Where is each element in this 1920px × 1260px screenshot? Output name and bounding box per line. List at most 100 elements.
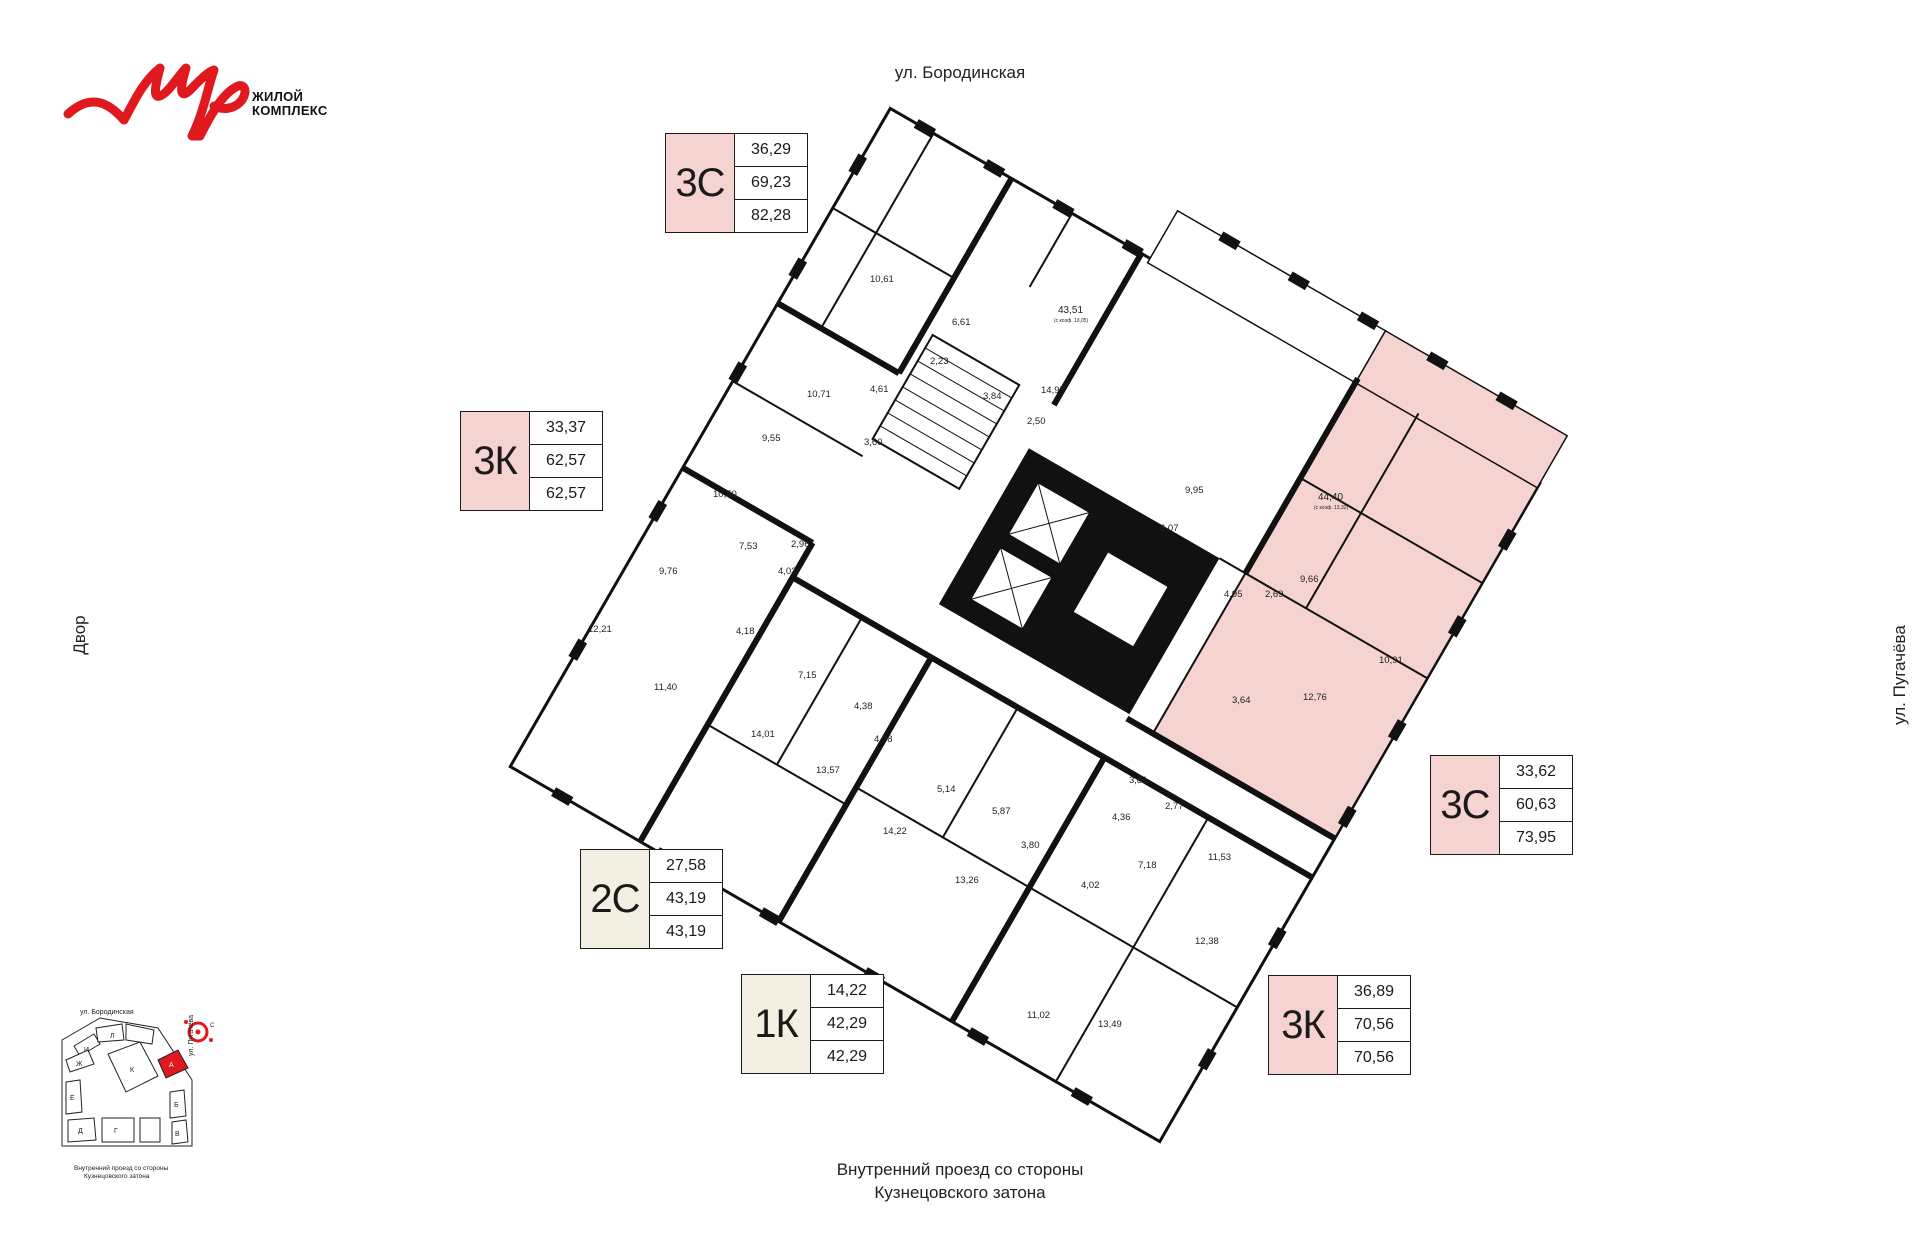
room-area: 14,01 (751, 729, 775, 740)
compass-icon: С (184, 1020, 215, 1043)
total-area-with-balcony: 43,19 (650, 915, 722, 948)
minimap-caption-line1: Внутренний проезд со стороны (74, 1164, 169, 1172)
room-area: 6,07 (1160, 523, 1179, 534)
living-area: 33,37 (545, 419, 587, 436)
room-area: 7,18 (1138, 860, 1157, 871)
minimap-block-label: Д (78, 1128, 83, 1135)
room-area: 11,53 (1208, 852, 1231, 863)
street-label-bottom: Внутренний проезд со стороны Кузнецовско… (0, 1158, 1920, 1204)
room-area: 9,66 (1300, 574, 1319, 585)
room-area: 10,91 (1379, 655, 1403, 666)
room-area: 10,50 (713, 489, 737, 500)
total-area: 62,57 (530, 444, 602, 477)
apartment-card-2c[interactable]: 2С 27,58 43,19 43,19 (580, 849, 723, 949)
room-area: 11,40 (654, 682, 677, 693)
total-area-with-balcony: 62,57 (530, 477, 602, 510)
room-area: 2,50 (1027, 416, 1046, 427)
room-area: 14,97 (1041, 385, 1065, 396)
minimap-street-top: ул. Бородинская (80, 1009, 134, 1016)
living-area: 36,29 (750, 141, 792, 158)
apartment-areas: 33,37 62,57 62,57 (530, 412, 602, 510)
total-area-with-balcony: 73,95 (1500, 821, 1572, 854)
brand-caption-line1: ЖИЛОЙ (252, 89, 304, 104)
apartment-areas: 36,89 70,56 70,56 (1338, 976, 1410, 1074)
street-label-top: ул. Бородинская (894, 63, 1026, 82)
room-area: 12,76 (1303, 692, 1327, 703)
room-area: 4,02 (1081, 880, 1100, 891)
room-area: 10,61 (870, 274, 894, 285)
room-area: 9,95 (1185, 485, 1204, 496)
room-area: 13,49 (1098, 1019, 1122, 1030)
brand-caption-line2: КОМПЛЕКС (252, 103, 328, 118)
minimap-block-label: Ж (76, 1061, 83, 1068)
minimap-caption-line2: Кузнецовского затона (84, 1173, 150, 1180)
room-area: 43,51 (1058, 305, 1083, 316)
compass-north-label: С (210, 1023, 215, 1029)
brand-caption: ЖИЛОЙ КОМПЛЕКС (252, 90, 328, 118)
room-area: 10,71 (807, 389, 831, 400)
living-area: 36,89 (1353, 983, 1395, 1000)
minimap-block-label: А (169, 1062, 174, 1069)
current-block-highlight (157, 1049, 189, 1079)
total-area-with-balcony: 70,56 (1338, 1041, 1410, 1074)
room-area: 3,80 (1021, 840, 1040, 851)
room-area: 3,64 (1232, 695, 1251, 706)
street-label-bottom-line1: Внутренний проезд со стороны (836, 1160, 1084, 1179)
room-area: 5,14 (937, 784, 956, 795)
room-area: 4,95 (1224, 589, 1243, 600)
apartment-card-3k-bottom[interactable]: 3К 36,89 70,56 70,56 (1268, 975, 1411, 1075)
room-area-labels: 10,61 43,51 (с коэф. 13,05) 6,61 2,23 10… (588, 274, 1403, 1030)
apartment-card-3c-top[interactable]: 3С 36,29 69,23 82,28 (665, 133, 808, 233)
living-area: 14,22 (826, 982, 868, 999)
room-area: 44,40 (1318, 492, 1343, 503)
room-area: 3,84 (983, 391, 1002, 402)
room-area: 12,38 (1195, 936, 1219, 947)
room-area: 13,26 (955, 875, 979, 886)
apartment-type: 1К (742, 975, 811, 1073)
apartment-card-1k[interactable]: 1К 14,22 42,29 42,29 (741, 974, 884, 1074)
room-area: 3,81 (1129, 775, 1148, 786)
room-area: 12,21 (588, 624, 612, 635)
room-area: 7,53 (739, 541, 758, 552)
street-label-bottom-line2: Кузнецовского затона (874, 1183, 1046, 1202)
brand-logo: ЖИЛОЙ КОМПЛЕКС (62, 52, 327, 142)
building-outline (508, 106, 1569, 1144)
brand-logo-mark (63, 63, 250, 141)
minimap-street-right: ул. Пугачёва (188, 1015, 195, 1056)
minimap-block-label: И (84, 1047, 89, 1054)
room-area-note: (с коэф. 13,05) (1054, 318, 1089, 324)
apartment-areas: 33,62 60,63 73,95 (1500, 756, 1572, 854)
total-area: 60,63 (1500, 788, 1572, 821)
apartment-type: 3С (666, 134, 735, 232)
total-area: 43,19 (650, 882, 722, 915)
minimap-block-label: К (130, 1067, 135, 1074)
living-area: 27,58 (665, 857, 707, 874)
room-area: 4,36 (1112, 812, 1131, 823)
room-area: 9,76 (659, 566, 678, 577)
apartment-card-3k-left[interactable]: 3К 33,37 62,57 62,57 (460, 411, 603, 511)
apartment-type: 2С (581, 850, 650, 948)
minimap-block-label: Б (174, 1102, 179, 1109)
room-area: 14,22 (883, 826, 907, 837)
room-area: 4,03 (778, 566, 797, 577)
apartment-areas: 14,22 42,29 42,29 (811, 975, 883, 1073)
room-area: 4,61 (870, 384, 889, 395)
total-area: 70,56 (1338, 1008, 1410, 1041)
minimap-block-label: Г (114, 1128, 118, 1135)
room-area: 2,77 (1165, 801, 1184, 812)
total-area-with-balcony: 42,29 (811, 1040, 883, 1073)
site-minimap: ул. Бородинская С ул. Пугачёва И Л А Ж К… (61, 1009, 215, 1180)
apartment-card-3c-right[interactable]: 3С 33,62 60,63 73,95 (1430, 755, 1573, 855)
room-area: 4,38 (854, 701, 873, 712)
room-area: 13,57 (816, 765, 840, 776)
room-area: 3,60 (864, 437, 883, 448)
apartment-areas: 36,29 69,23 82,28 (735, 134, 807, 232)
minimap-block-label: Л (110, 1033, 115, 1040)
apartment-type: 3К (1269, 976, 1338, 1074)
apartment-type: 3С (1431, 756, 1500, 854)
room-area-note: (с коэф. 13,32) (1314, 505, 1349, 511)
total-area: 42,29 (811, 1007, 883, 1040)
total-area: 69,23 (735, 166, 807, 199)
room-area: 5,87 (992, 806, 1011, 817)
minimap-block-label: В (175, 1131, 180, 1138)
